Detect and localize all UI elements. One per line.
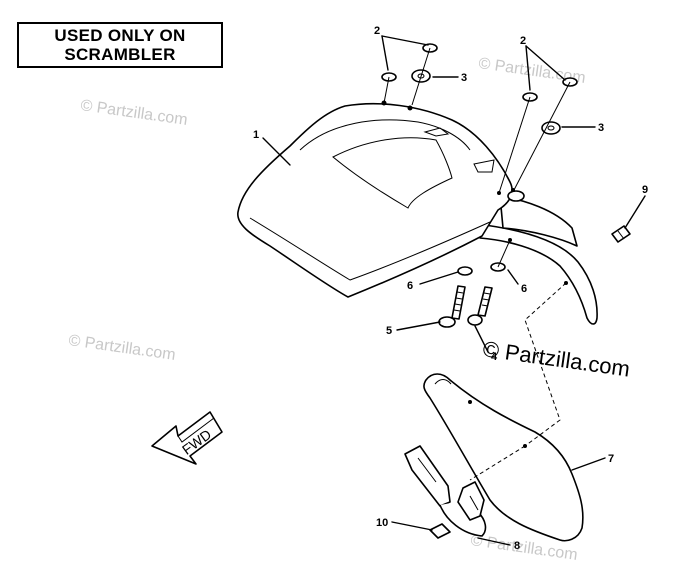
number-plate-part [423, 373, 584, 542]
watermark-main: © Partzilla.com [481, 336, 631, 381]
bracket-part [404, 445, 487, 537]
callout-3-right: 3 [598, 122, 604, 134]
scrambler-note: USED ONLY ON SCRAMBLER [17, 22, 223, 68]
callout-10: 10 [376, 517, 388, 529]
note-line-1: USED ONLY ON [54, 26, 186, 45]
washer-set-left [381, 43, 438, 106]
bolt-10-part [429, 523, 451, 539]
callout-8: 8 [514, 540, 520, 552]
callout-2-left: 2 [374, 25, 380, 37]
bolt-9-part [611, 225, 631, 243]
callout-7: 7 [608, 453, 614, 465]
callout-5: 5 [386, 325, 392, 337]
bolt-5-part [438, 266, 473, 328]
note-line-2: SCRAMBLER [64, 45, 176, 64]
alignment-line-bracket [469, 445, 526, 481]
callout-4: 4 [491, 351, 498, 363]
alignment-line-plate [524, 282, 567, 447]
leader-lines [262, 35, 646, 546]
washer-set-right [498, 77, 578, 194]
callout-9: 9 [642, 184, 648, 196]
watermark-top-left: © Partzilla.com [79, 97, 188, 129]
fwd-arrow: FWD [151, 411, 223, 465]
callout-3-left: 3 [461, 72, 467, 84]
callout-6-left: 6 [407, 280, 413, 292]
callout-1: 1 [253, 129, 259, 141]
callout-6-right: 6 [521, 283, 527, 295]
bolt-4-part [467, 239, 511, 326]
callout-2-right: 2 [520, 35, 526, 47]
watermark-mid-left: © Partzilla.com [67, 332, 176, 364]
front-fender-part [237, 100, 598, 325]
